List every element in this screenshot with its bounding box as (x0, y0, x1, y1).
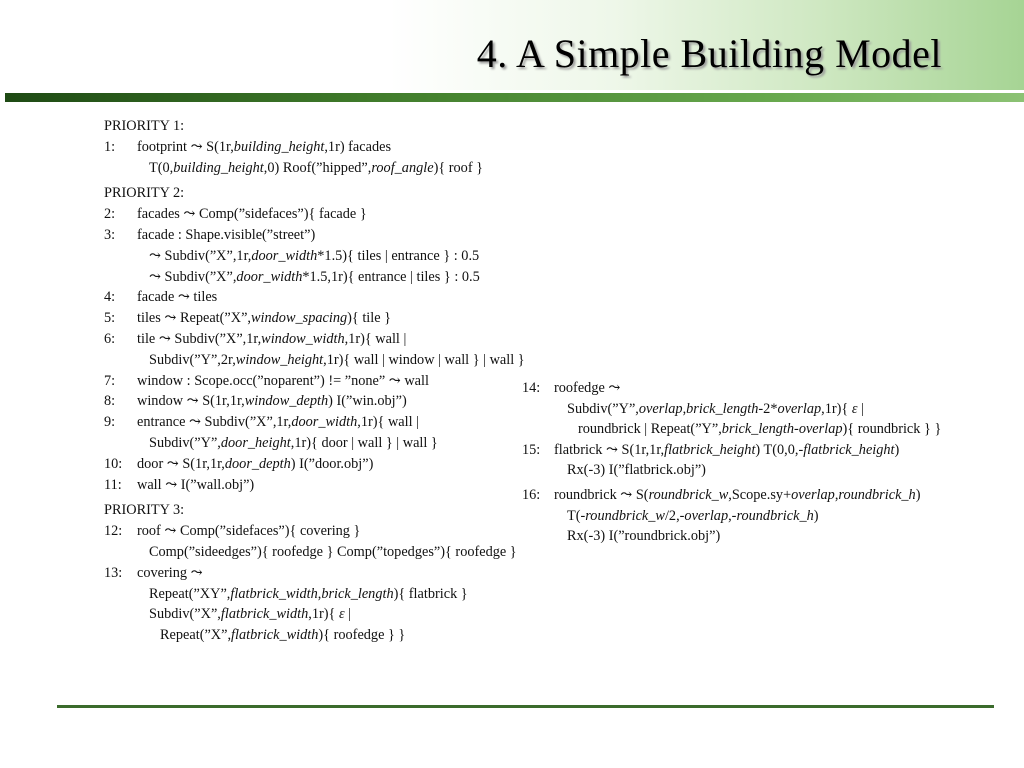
rule-text: window ⤳ S(1r,1r,window_depth) I(”win.ob… (137, 393, 407, 410)
rule-text: ⤳ Subdiv(”X”,1r,door_width*1.5){ tiles |… (149, 247, 480, 264)
rule-text: tiles ⤳ Repeat(”X”,window_spacing){ tile… (137, 310, 392, 327)
rule-number: 2: (104, 206, 116, 223)
rule-number: 9: (104, 414, 116, 431)
rule-number: 7: (104, 372, 116, 389)
rule-text: roundbrick ⤳ S(roundbrick_w,Scope.sy+ove… (554, 486, 921, 503)
priority-label: PRIORITY 3: (104, 502, 185, 519)
rule-text: Subdiv(”X”,flatbrick_width,1r){ ε | (149, 606, 352, 623)
rule-number: 6: (104, 330, 116, 347)
rule-text: tile ⤳ Subdiv(”X”,1r,window_width,1r){ w… (137, 330, 407, 347)
rule-number: 11: (104, 476, 122, 493)
rule-text: ⤳ Subdiv(”X”,door_width*1.5,1r){ entranc… (149, 268, 480, 285)
rule-number: 5: (104, 310, 116, 327)
rule-text: facades ⤳ Comp(”sidefaces”){ facade } (137, 206, 367, 223)
rule-text: window : Scope.occ(”noparent”) != ”none”… (137, 372, 429, 389)
rule-text: Subdiv(”Y”,door_height,1r){ door | wall … (149, 434, 438, 451)
rule-number: 12: (104, 523, 123, 540)
rule-text: Subdiv(”Y”,overlap,brick_length-2*overla… (567, 400, 864, 417)
rule-text: Subdiv(”Y”,2r,window_height,1r){ wall | … (149, 351, 525, 368)
rule-number: 10: (104, 455, 123, 472)
rule-number: 4: (104, 289, 116, 306)
rule-text: T(0,building_height,0) Roof(”hipped”,roo… (149, 159, 484, 176)
rule-text: flatbrick ⤳ S(1r,1r,flatbrick_height) T(… (554, 441, 900, 458)
priority-label: PRIORITY 2: (104, 185, 185, 202)
rule-text: Rx(-3) I(”flatbrick.obj”) (567, 462, 706, 479)
slide-title: 4. A Simple Building Model (476, 31, 942, 76)
rule-text: Repeat(”X”,flatbrick_width){ roofedge } … (160, 627, 406, 644)
footer-divider (57, 705, 994, 708)
rule-number: 15: (522, 441, 541, 458)
rule-text: Rx(-3) I(”roundbrick.obj”) (567, 528, 721, 545)
rule-text: roof ⤳ Comp(”sidefaces”){ covering } (137, 523, 361, 540)
rule-text: T(-roundbrick_w/2,-overlap,-roundbrick_h… (567, 507, 819, 524)
title-banner (0, 0, 1024, 90)
rule-text: facade : Shape.visible(”street”) (137, 226, 316, 243)
rule-text: facade ⤳ tiles (137, 289, 218, 306)
rule-text: footprint ⤳ S(1r,building_height,1r) fac… (137, 138, 392, 155)
rule-number: 16: (522, 486, 541, 503)
rule-number: 14: (522, 380, 541, 396)
rule-text: wall ⤳ I(”wall.obj”) (137, 476, 255, 493)
rule-text: door ⤳ S(1r,1r,door_depth) I(”door.obj”) (137, 455, 374, 472)
rule-number: 3: (104, 226, 116, 243)
rule-text: Comp(”sideedges”){ roofedge } Comp(”tope… (149, 543, 517, 560)
rule-text: Repeat(”XY”,flatbrick_width,brick_length… (149, 585, 468, 602)
rule-text: roofedge ⤳ (554, 380, 621, 396)
rule-text: covering ⤳ (137, 564, 203, 581)
priority-label: PRIORITY 1: (104, 118, 185, 134)
title-underline-bar (5, 93, 1024, 102)
rule-number: 8: (104, 393, 116, 410)
rule-number: 1: (104, 138, 116, 155)
rule-text: roundbrick | Repeat(”Y”,brick_length-ove… (578, 421, 942, 438)
rule-number: 13: (104, 564, 123, 581)
rule-text: entrance ⤳ Subdiv(”X”,1r,door_width,1r){… (137, 414, 419, 431)
